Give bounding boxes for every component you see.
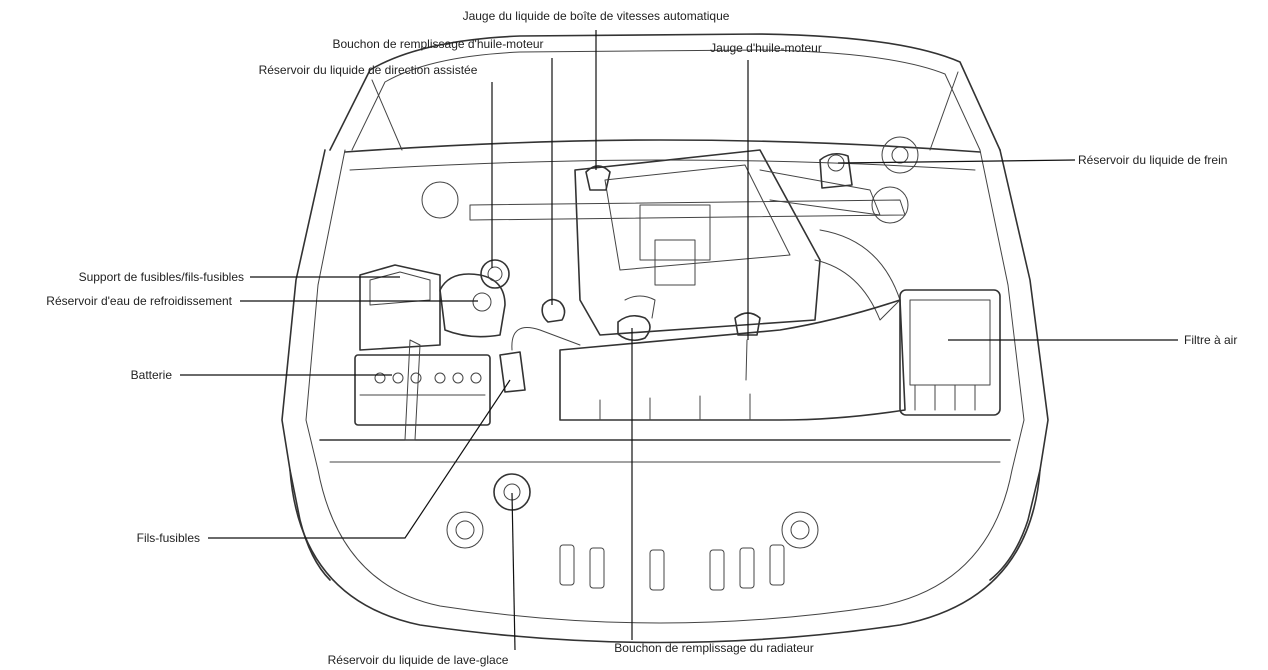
left-fender (281, 149, 331, 581)
engine-block (574, 149, 821, 336)
label-battery: Batterie (131, 368, 173, 382)
cowl-line (349, 159, 976, 171)
grille-slots (559, 544, 785, 591)
oil-dipstick-handle (734, 312, 761, 336)
leader-fusible-links (208, 379, 511, 539)
radiator-cap-shape (617, 314, 651, 342)
label-air-filter: Filtre à air (1184, 333, 1237, 347)
battery-hold-down (404, 339, 421, 441)
label-radiator-cap: Bouchon de remplissage du radiateur (614, 641, 813, 655)
engine-bay-drawing (281, 33, 1049, 644)
fusible-link-connector (499, 351, 526, 393)
coolant-reservoir (439, 273, 506, 338)
hood-inner-edge (351, 49, 981, 151)
label-oil-filler-cap: Bouchon de remplissage d'huile-moteur (332, 37, 543, 51)
valve-cover-plate (639, 204, 711, 261)
air-filter-clips (914, 384, 976, 411)
hood-right-strut (929, 71, 959, 151)
battery-body (354, 354, 491, 426)
power-steering-reservoir (480, 259, 510, 289)
front-bumper (289, 469, 1041, 644)
front-mount-left (446, 511, 484, 549)
firewall (344, 139, 981, 153)
air-filter-lid (909, 299, 991, 386)
leader-washer (511, 492, 516, 651)
left-fender-inner (305, 149, 346, 471)
air-duct-ribs (599, 393, 751, 421)
strut-tower-left (421, 181, 459, 219)
label-atf-dipstick: Jauge du liquide de boîte de vitesses au… (463, 9, 730, 23)
brake-booster-inner (891, 146, 909, 164)
air-duct (559, 299, 906, 421)
battery-cells (374, 372, 482, 384)
air-filter-box (899, 289, 1001, 416)
brake-reservoir-body (819, 152, 853, 189)
strut-tower-right (871, 186, 909, 224)
valve-cover-plate-inner (654, 239, 696, 286)
leader-lines (180, 30, 1178, 651)
diagram-labels: Jauge du liquide de boîte de vitesses au… (46, 9, 1237, 667)
label-coolant-reservoir: Réservoir d'eau de refroidissement (46, 294, 232, 308)
right-fender (989, 149, 1049, 581)
radiator-filler-neck (624, 295, 656, 319)
fuse-box-body (359, 264, 441, 351)
oil-filler-cap-shape (541, 298, 566, 323)
intake-tube (759, 169, 881, 216)
brake-booster (881, 136, 919, 174)
label-fusible-links: Fils-fusibles (137, 531, 200, 545)
label-power-steering-reservoir: Réservoir du liquide de direction assist… (259, 63, 478, 77)
atf-dipstick-handle (585, 165, 611, 191)
oil-dipstick-tube (745, 339, 748, 381)
fusible-link-wire (511, 327, 581, 351)
label-washer-reservoir: Réservoir du liquide de lave-glace (328, 653, 509, 667)
leader-brake-fluid (837, 159, 1076, 164)
front-mount-right (781, 511, 819, 549)
power-steering-cap (487, 266, 503, 282)
right-fender-inner (979, 149, 1025, 471)
label-fuse-box: Support de fusibles/fils-fusibles (79, 270, 244, 284)
bumper-inner-line (317, 469, 1013, 624)
hood-left-strut (371, 79, 403, 151)
front-mount-left-inner (455, 520, 475, 540)
label-oil-dipstick: Jauge d'huile-moteur (710, 41, 822, 55)
label-brake-fluid-reservoir: Réservoir du liquide de frein (1078, 153, 1227, 167)
front-mount-right-inner (790, 520, 810, 540)
valve-cover (604, 164, 791, 271)
coolant-reservoir-cap (472, 292, 492, 312)
hood-outline (329, 33, 1001, 151)
intake-pipe-right (814, 229, 901, 321)
